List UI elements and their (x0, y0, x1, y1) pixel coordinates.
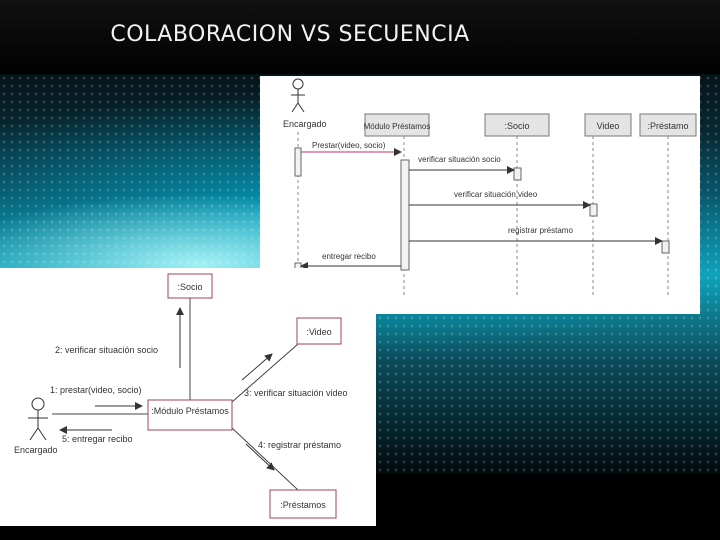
actor-encargado-label: Encargado (283, 119, 327, 129)
collaboration-links (52, 298, 299, 491)
slide-title: COLABORACION VS SECUENCIA (110, 22, 470, 47)
collab-object-video-label: :Video (306, 327, 331, 337)
collab-object-prestamos-label: :Préstamos (280, 500, 326, 510)
collab-object-modulo: :Módulo Préstamos (147, 399, 233, 431)
collab-object-socio: :Socio (167, 273, 213, 299)
collaboration-diagram: :Socio :Video :Módulo Préstamos :Préstam… (0, 268, 376, 526)
collab-arrow-3 (241, 353, 273, 381)
collab-actor-encargado-label: Encargado (14, 445, 58, 455)
collab-object-video: :Video (296, 317, 342, 345)
collab-message-label-5: 5: entregar recibo (62, 434, 133, 444)
collab-object-socio-label: :Socio (177, 282, 202, 292)
collab-object-modulo-label: :Módulo Préstamos (151, 406, 229, 416)
title-bar: COLABORACION VS SECUENCIA (0, 0, 720, 75)
collab-arrow-4 (245, 443, 275, 471)
collab-message-label-2: 2: verificar situación socio (55, 345, 158, 355)
object-box-socio: :Socio (484, 113, 550, 137)
message-label-1: Prestar(video, socio) (312, 141, 386, 150)
collab-message-label-4: 4: registrar préstamo (258, 440, 341, 450)
object-socio-label: :Socio (504, 121, 529, 131)
message-label-5: entregar recibo (322, 252, 376, 261)
collab-message-label-1: 1: prestar(video, socio) (50, 385, 142, 395)
collab-object-prestamos: :Préstamos (269, 489, 337, 519)
object-video-label: Video (597, 121, 620, 131)
collab-actor-encargado-icon (28, 397, 48, 441)
collaboration-diagram-canvas: :Socio :Video :Módulo Préstamos :Préstam… (14, 273, 348, 519)
object-modulo-label: Módulo Préstamos (364, 122, 431, 131)
message-label-3: verificar situación video (454, 190, 538, 199)
object-box-video: Video (584, 113, 632, 137)
object-box-prestamo: :Préstamo (639, 113, 697, 137)
message-label-2: verificar situación socio (418, 155, 501, 164)
collab-message-label-3: 3: verificar situación video (244, 388, 348, 398)
actor-encargado-icon (291, 78, 305, 113)
message-label-4: registrar préstamo (508, 226, 573, 235)
object-box-modulo: Módulo Préstamos (364, 113, 431, 137)
object-prestamo-label: :Préstamo (647, 121, 688, 131)
